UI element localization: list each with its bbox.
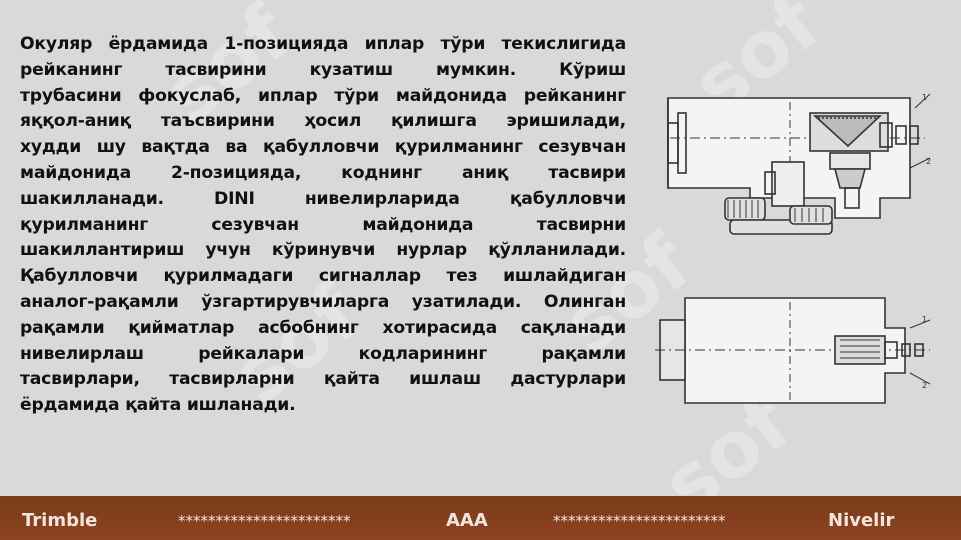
text-line: аналог-рақамли ўзгартирувчиларга узатила… [20, 291, 626, 312]
text-line: рақамли қийматлар асбобнинг хотирасида с… [20, 317, 626, 338]
footer-stars-left: *********************** [178, 512, 351, 530]
text-line: тасвирлари, тасвирларни қайта ишлаш даст… [20, 369, 626, 390]
text-line: рейканинг тасвирини кузатиш мумкин. Кўри… [20, 59, 626, 80]
body-paragraph: Окуляр ёрдамида 1-позицияда иплар тўри т… [20, 32, 626, 419]
footer-brand: Trimble [22, 510, 98, 531]
text-line: худди шу вақтда ва қабулловчи қурилманин… [20, 137, 626, 158]
svg-text:2: 2 [926, 157, 931, 166]
footer-topic: Nivelir [828, 510, 895, 531]
text-line: майдонида 2-позицияда, коднинг аниқ тасв… [20, 162, 626, 183]
svg-text:1: 1 [922, 93, 927, 102]
top-view-drawing: 1 2 [667, 93, 931, 235]
text-line: қурилманинг сезувчан майдонида тасвирни [20, 214, 626, 235]
text-line: шакиллантириш учун кўринувчи нурлар қўлл… [20, 240, 626, 261]
svg-text:1: 1 [922, 315, 927, 324]
bottom-view-drawing: 1 2 [655, 297, 931, 404]
footer-center-label: AAA [446, 510, 488, 531]
svg-text:2: 2 [922, 381, 927, 390]
text-line: яққол-аниқ таъсвирини ҳосил қилишга эриш… [20, 111, 626, 132]
text-line: ёрдамида қайта ишланади. [20, 395, 296, 416]
footer-stars-right: *********************** [553, 512, 726, 530]
level-instrument-diagram: 1 2 1 2 [655, 93, 931, 404]
footer-bar: Trimble *********************** AAA ****… [0, 496, 961, 540]
text-line: нивелирлаш рейкалари кодларининг рақамли [20, 343, 626, 364]
text-line: трубасини фокуслаб, иплар тўри майдонида… [20, 85, 626, 106]
text-line: Окуляр ёрдамида 1-позицияда иплар тўри т… [20, 34, 626, 54]
text-line: шакилланади. DINI нивелирларида қабуллов… [20, 188, 626, 209]
text-line: Қабулловчи қурилмадаги сигналлар тез ишл… [20, 266, 626, 287]
